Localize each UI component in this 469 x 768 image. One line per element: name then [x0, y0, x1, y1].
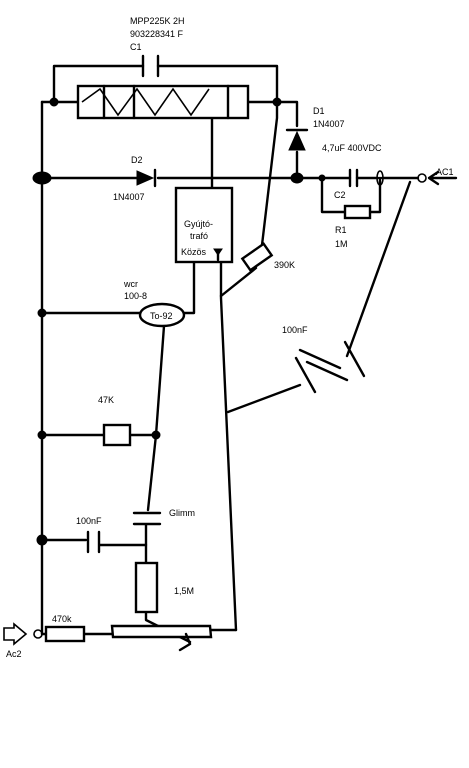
d2-type: 1N4007: [113, 192, 145, 202]
ac2-terminal: [33, 629, 43, 639]
diode-d2: [136, 168, 157, 188]
ac2-label: Ac2: [6, 649, 22, 659]
junction-dot: [32, 171, 52, 185]
r1-label: R1: [335, 225, 347, 235]
c1-spec-line1: MPP225K 2H: [130, 16, 185, 26]
potentiometer: [110, 624, 213, 652]
d1-label: D1: [313, 106, 325, 116]
r390-top-wire: [260, 100, 279, 247]
r390-bottom-wire: [219, 266, 258, 298]
junction-dot: [36, 534, 48, 546]
c100-right-top-wire: [345, 180, 412, 358]
r47-label: 47K: [98, 395, 114, 405]
c1-right-wire: [156, 64, 279, 104]
c100-left-label: 100nF: [76, 516, 102, 526]
transformer-label-3: Közös: [181, 247, 207, 257]
capacitor-c2: [348, 168, 359, 188]
capacitor-100nf-left: [86, 530, 101, 554]
junction-dot: [49, 97, 59, 107]
r470-label: 470k: [52, 614, 72, 624]
ac1-terminal: [417, 173, 427, 183]
resistor-1-5m: [134, 561, 159, 614]
transformer-out-wire: [219, 260, 238, 632]
r1-right-wire: [368, 176, 382, 214]
junction-dot: [151, 430, 161, 440]
diode-d1: [285, 128, 309, 151]
c1-spec-line2: 903228341 F: [130, 29, 184, 39]
labels: MPP225K 2H 903228341 F C1 D1 1N4007 4,7u…: [6, 16, 454, 659]
d1-type: 1N4007: [313, 119, 345, 129]
wcr-label-1: wcr: [123, 279, 138, 289]
capacitor-100nf-right: [294, 340, 366, 394]
transformer-label-1: Gyújtó-: [184, 219, 213, 229]
resistor-r1: [343, 204, 372, 220]
transistor-to92: [138, 302, 186, 328]
capacitor-100nf-right-plates: [298, 348, 349, 382]
junctions: [32, 97, 427, 639]
to92-label: To-92: [150, 311, 173, 321]
c2-rating: 4,7uF 400VDC: [322, 143, 382, 153]
resistor-390k: [240, 242, 274, 272]
junction-dot: [318, 174, 326, 182]
glimm-lamp: [132, 511, 162, 526]
r15m-label: 1,5M: [174, 586, 194, 596]
ac2-arrow-icon: [3, 622, 28, 646]
d2-label: D2: [131, 155, 143, 165]
glimm-label: Glimm: [169, 508, 195, 518]
junction-dot: [272, 97, 282, 107]
wcr-down-wire: [146, 324, 166, 512]
c2-label: C2: [334, 190, 346, 200]
heater-to-d1-wire: [246, 100, 299, 128]
heating-element: [76, 84, 250, 120]
resistor-470k: [44, 625, 86, 643]
ac1-label: AC1: [436, 167, 454, 177]
c2-node-ring: [376, 170, 384, 186]
junction-dot: [37, 308, 47, 318]
junction-dot: [290, 172, 304, 184]
wcr-label-2: 100-8: [124, 291, 147, 301]
c100-right-label: 100nF: [282, 325, 308, 335]
junction-dot: [37, 430, 47, 440]
c100-right-bottom-wire: [226, 383, 302, 414]
ignition-transformer: [174, 186, 234, 264]
r1-left-wire: [320, 176, 347, 214]
resistor-47k: [102, 423, 132, 447]
c1-left-wire: [52, 64, 145, 104]
c1-label: C1: [130, 42, 142, 52]
ac1-arrow-icon: [427, 170, 458, 186]
r1-value: 1M: [335, 239, 348, 249]
r390-label: 390K: [274, 260, 295, 270]
transformer-label-2: trafó: [190, 231, 208, 241]
capacitor-c1: [141, 54, 160, 78]
